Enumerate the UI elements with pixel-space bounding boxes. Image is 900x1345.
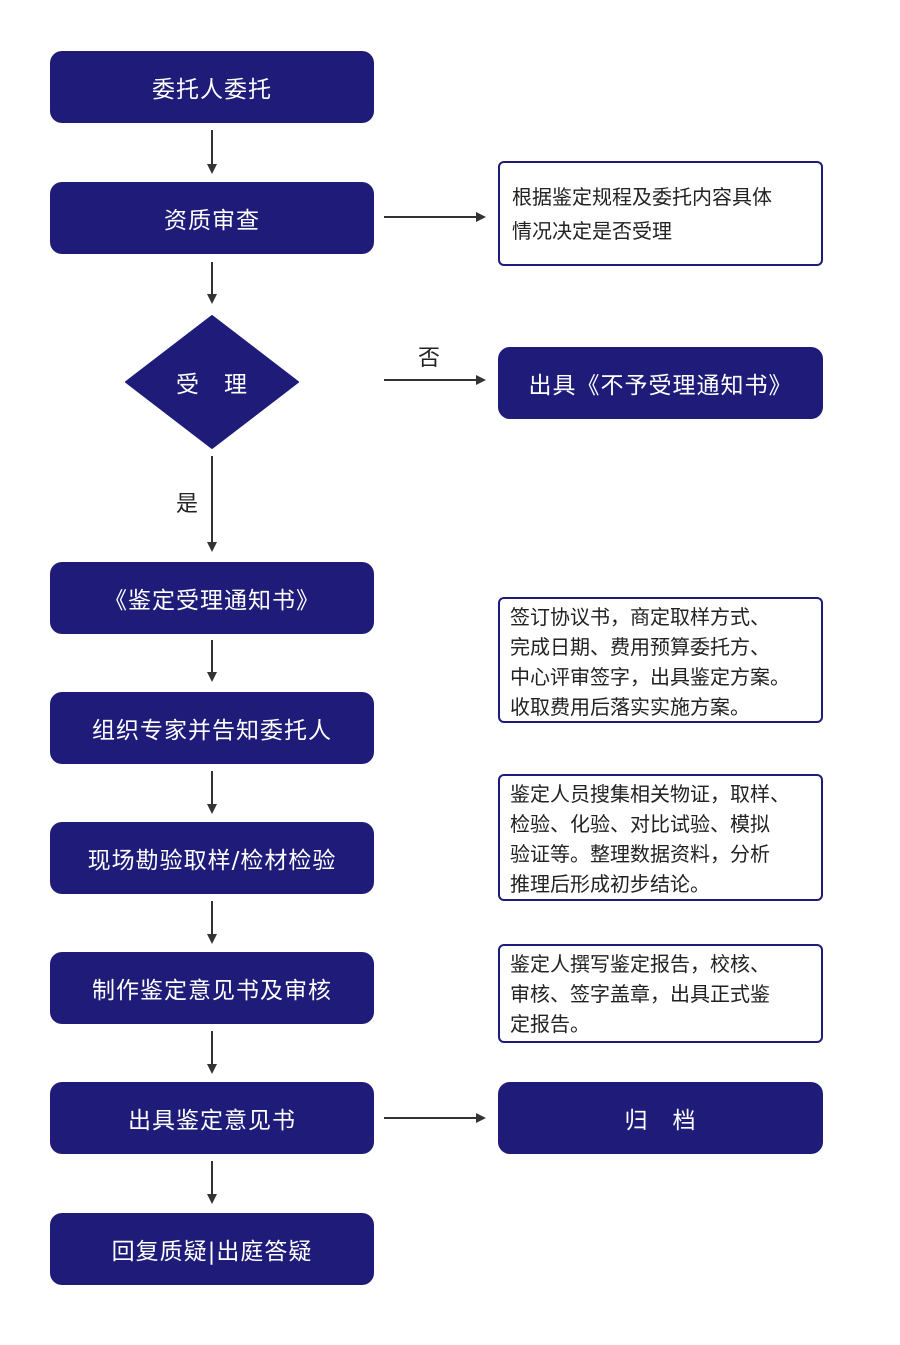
step-organize-experts: 组织专家并告知委托人 [50, 692, 374, 764]
step-site-inspection: 现场勘验取样/检材检验 [50, 822, 374, 894]
reject-notice-box: 出具《不予受理通知书》 [498, 347, 823, 419]
step-draft-opinion: 制作鉴定意见书及审核 [50, 952, 374, 1024]
no-branch-label: 否 [418, 346, 441, 371]
accept-decision-label: 受 理 [176, 372, 248, 398]
accept-decision-diamond [125, 315, 299, 449]
qualification-note: 根据鉴定规程及委托内容具体 情况决定是否受理 [498, 161, 823, 266]
step-issue-opinion: 出具鉴定意见书 [50, 1082, 374, 1154]
step-acceptance-notice: 《鉴定受理通知书》 [50, 562, 374, 634]
step-qualification-review: 资质审查 [50, 182, 374, 254]
step-entrust: 委托人委托 [50, 51, 374, 123]
yes-branch-label: 是 [176, 492, 199, 517]
archive-box: 归 档 [498, 1082, 823, 1154]
inspection-note: 鉴定人员搜集相关物证，取样、 检验、化验、对比试验、模拟 验证等。整理数据资料，… [498, 774, 823, 901]
organize-note: 签订协议书，商定取样方式、 完成日期、费用预算委托方、 中心评审签字，出具鉴定方… [498, 597, 823, 723]
step-reply-questions: 回复质疑|出庭答疑 [50, 1213, 374, 1285]
draft-note: 鉴定人撰写鉴定报告，校核、 审核、签字盖章，出具正式鉴 定报告。 [498, 944, 823, 1043]
